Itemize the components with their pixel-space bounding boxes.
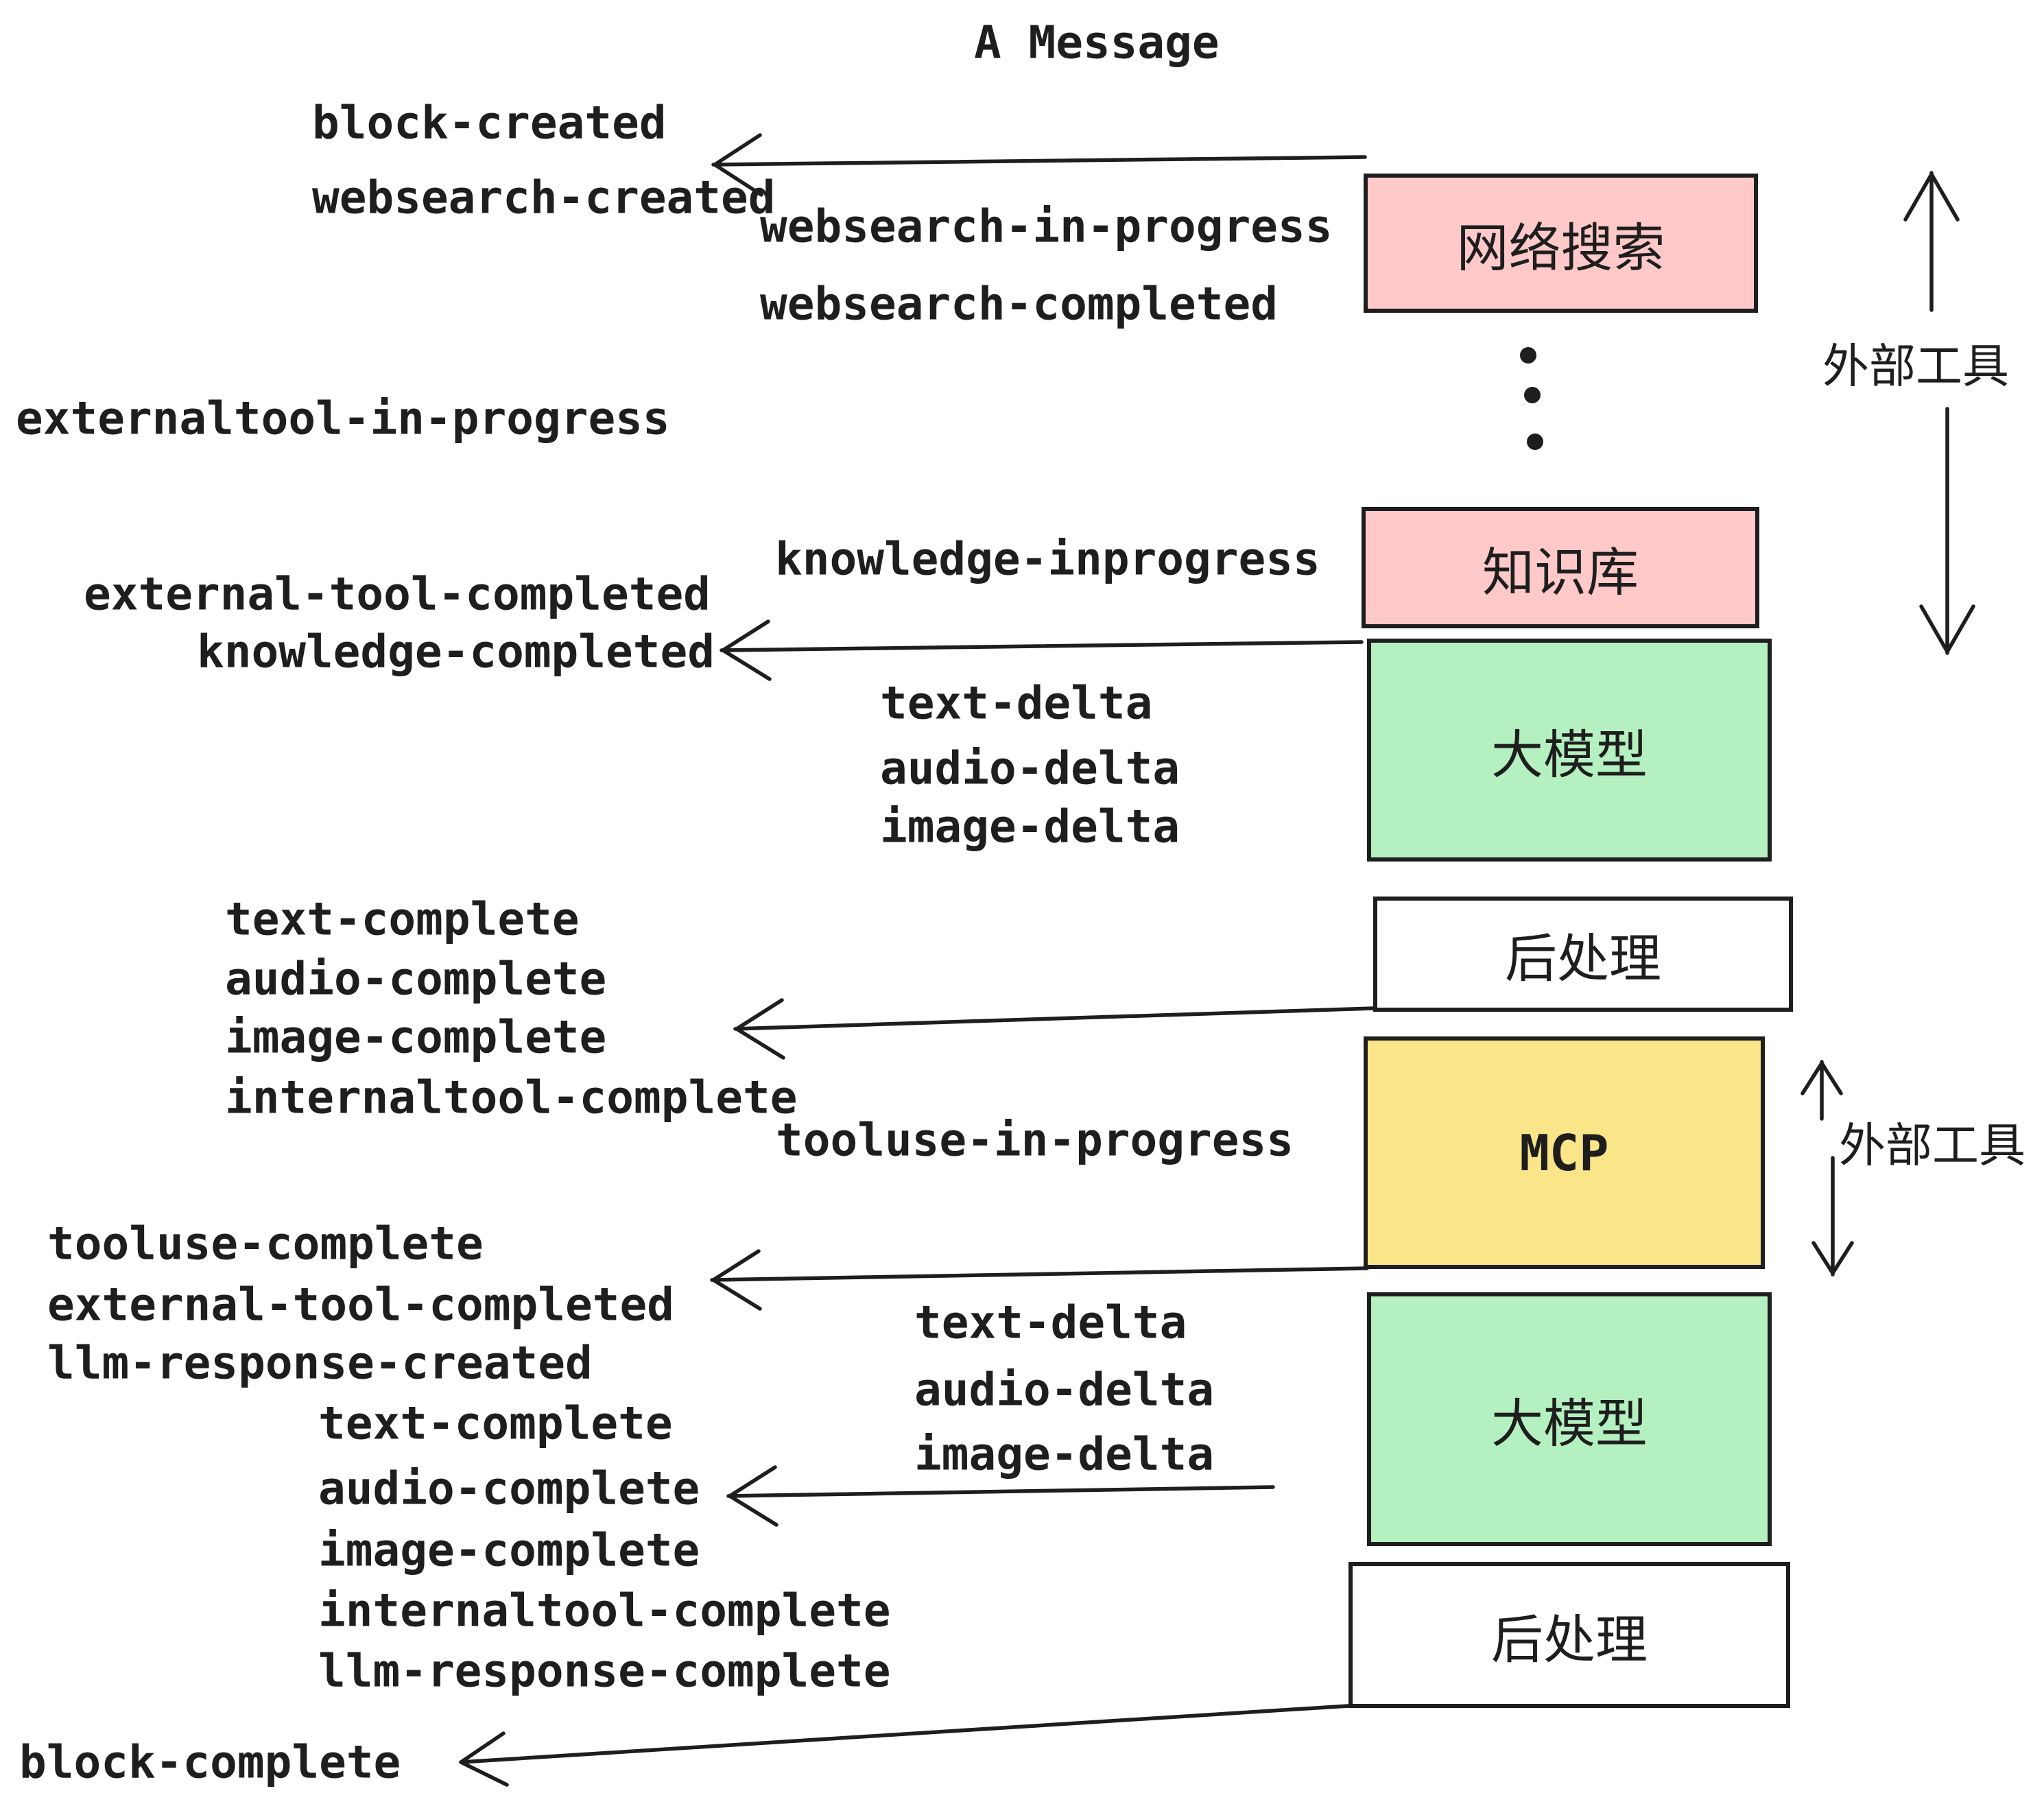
- event-label-external-tool-completed: external-tool-completed: [84, 567, 711, 621]
- arrow-websearch-return: [711, 133, 1367, 197]
- event-label-knowledge-inprogress: knowledge-inprogress: [775, 532, 1320, 586]
- event-label-text-complete-1: text-complete: [225, 892, 580, 946]
- event-label-block-complete: block-complete: [19, 1735, 401, 1789]
- box-llm-2: 大模型: [1367, 1292, 1772, 1546]
- event-label-websearch-completed: websearch-completed: [760, 277, 1278, 331]
- box-mcp-label: MCP: [1519, 1124, 1609, 1182]
- event-label-externaltool-in-progress: externaltool-in-progress: [16, 392, 670, 445]
- arrow-llm-complete-return: [733, 998, 1375, 1060]
- side-label-external-tools-2: 外部工具: [1839, 1119, 2026, 1174]
- event-label-llm-response-created: llm-response-created: [47, 1336, 593, 1390]
- box-llm-2-label: 大模型: [1491, 1393, 1648, 1454]
- event-label-audio-delta-2: audio-delta: [914, 1363, 1215, 1416]
- box-llm-1: 大模型: [1367, 639, 1772, 862]
- arrow-mcp-external-up: [1801, 1060, 1843, 1121]
- event-label-llm-response-complete: llm-response-complete: [318, 1644, 891, 1698]
- box-mcp: MCP: [1364, 1036, 1765, 1269]
- box-postprocess-2: 后处理: [1348, 1562, 1790, 1708]
- arrow-audio-complete-return: [726, 1465, 1275, 1527]
- arrow-external-tools-up: [1903, 171, 1960, 312]
- arrow-block-complete-return: [459, 1704, 1351, 1787]
- event-label-image-delta-1: image-delta: [880, 800, 1180, 853]
- event-label-block-created: block-created: [312, 96, 667, 150]
- event-label-internaltool-complete-1: internaltool-complete: [225, 1071, 798, 1124]
- diagram-title: A Message: [974, 16, 1220, 69]
- box-knowledge: 知识库: [1362, 507, 1759, 628]
- arrow-tooluse-return: [710, 1249, 1369, 1311]
- side-label-external-tools-1: 外部工具: [1822, 340, 2010, 394]
- box-postprocess-2-label: 后处理: [1491, 1609, 1648, 1670]
- box-websearch-label: 网络搜索: [1456, 217, 1665, 278]
- arrow-external-tools-down: [1919, 407, 1975, 655]
- box-llm-1-label: 大模型: [1491, 724, 1648, 785]
- event-label-tooluse-in-progress: tooluse-in-progress: [776, 1113, 1294, 1167]
- event-label-websearch-in-progress: websearch-in-progress: [760, 200, 1333, 253]
- box-websearch: 网络搜索: [1364, 174, 1758, 313]
- ellipsis-dots: [1520, 347, 1543, 450]
- event-label-audio-complete-1: audio-complete: [225, 952, 607, 1006]
- box-postprocess-1: 后处理: [1373, 897, 1793, 1012]
- arrow-mcp-external-down: [1811, 1156, 1854, 1277]
- arrow-knowledge-return: [720, 619, 1364, 681]
- event-label-websearch-created: websearch-created: [312, 171, 776, 224]
- event-label-text-delta-2: text-delta: [914, 1296, 1187, 1349]
- box-postprocess-1-label: 后处理: [1505, 928, 1661, 989]
- event-label-audio-complete-2: audio-complete: [318, 1462, 700, 1515]
- event-label-text-delta-1: text-delta: [880, 676, 1153, 730]
- event-label-tooluse-complete: tooluse-complete: [47, 1217, 484, 1270]
- event-label-audio-delta-1: audio-delta: [880, 741, 1180, 795]
- event-label-internaltool-complete-2: internaltool-complete: [318, 1584, 891, 1637]
- event-label-text-complete-2: text-complete: [318, 1397, 673, 1450]
- event-label-knowledge-completed: knowledge-completed: [197, 625, 715, 678]
- event-label-image-complete-2: image-complete: [318, 1523, 700, 1577]
- event-label-image-delta-2: image-delta: [914, 1427, 1215, 1481]
- event-label-image-complete-1: image-complete: [225, 1010, 607, 1064]
- event-label-external-tool-completed-2: external-tool-completed: [47, 1278, 674, 1331]
- box-knowledge-label: 知识库: [1482, 541, 1639, 603]
